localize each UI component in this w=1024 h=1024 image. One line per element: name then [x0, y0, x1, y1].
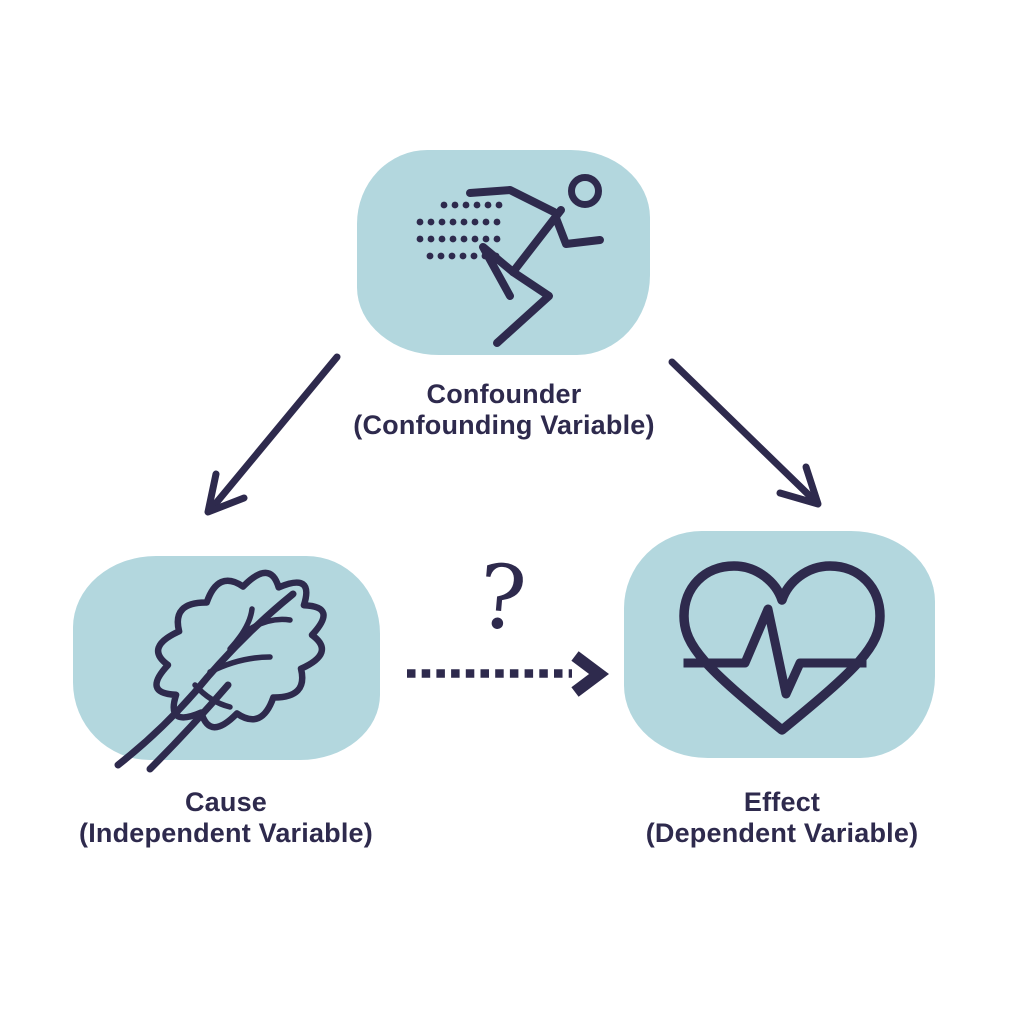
runner-figure: [466, 174, 604, 347]
dotted-arrow-cause-to-effect: [407, 651, 609, 697]
cause-subtitle: (Independent Variable): [79, 818, 373, 848]
kale-leaf-icon: [114, 569, 327, 773]
heart-heartbeat-icon: [679, 561, 885, 735]
confounder-label: Confounder (Confounding Variable): [324, 379, 684, 441]
confounder-box: [357, 150, 650, 355]
arrow-confounder-to-effect: [668, 358, 822, 508]
confounder-subtitle: (Confounding Variable): [353, 410, 655, 440]
effect-title: Effect: [743, 787, 821, 817]
cause-label: Cause (Independent Variable): [46, 787, 406, 849]
cause-title: Cause: [184, 787, 268, 817]
effect-label: Effect (Dependent Variable): [602, 787, 962, 849]
effect-subtitle: (Dependent Variable): [645, 818, 919, 848]
speed-dots: [416, 201, 503, 260]
running-person-icon: [416, 174, 604, 347]
confounder-title: Confounder: [426, 379, 582, 409]
question-mark: ?: [474, 544, 531, 651]
arrow-confounder-to-cause: [204, 353, 341, 516]
